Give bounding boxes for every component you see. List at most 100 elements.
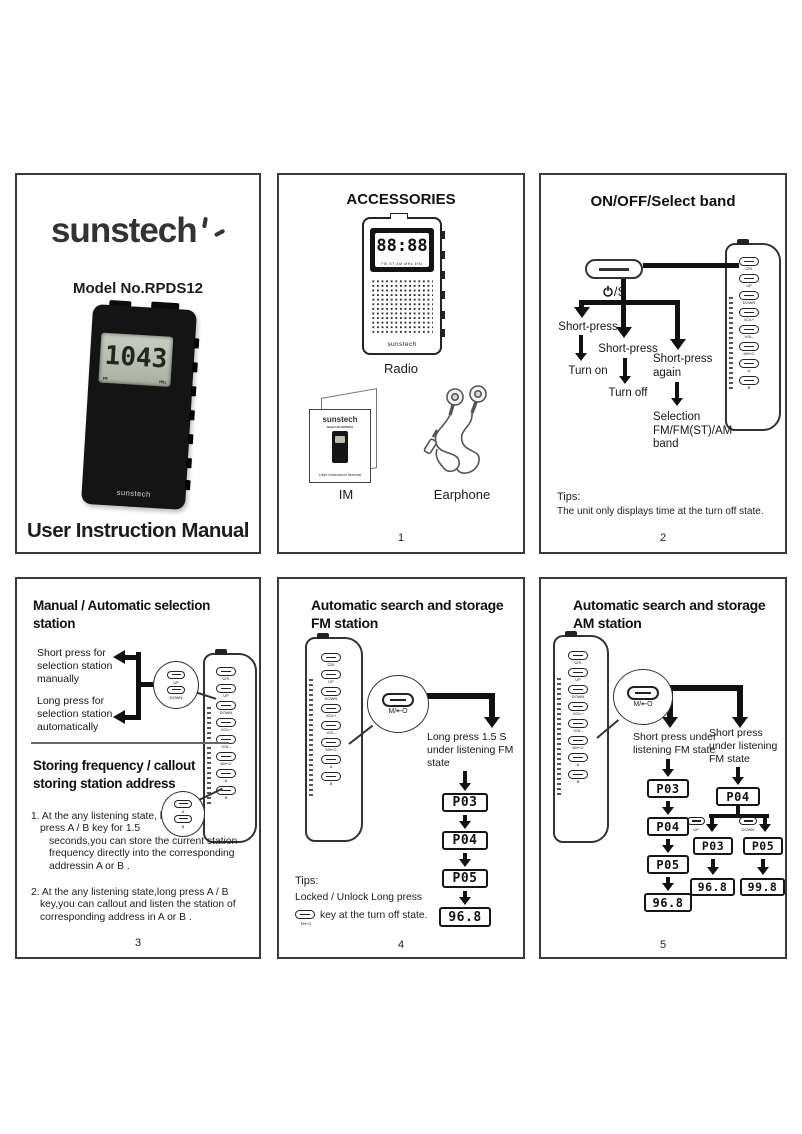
page-number: 1 (397, 532, 405, 544)
arrow-down-icon (757, 859, 769, 875)
panel-title: Automatic search and storage FM station (311, 597, 504, 631)
right-action-note: Short press under listening FM state (709, 727, 778, 765)
arrow-down-icon (669, 339, 686, 350)
lcd-band-indicator: FM (102, 375, 108, 382)
side-button: UP (216, 684, 236, 698)
side-button-pill-icon (739, 359, 759, 368)
side-button: VOL+ (321, 704, 341, 718)
arrow-down-icon (662, 759, 674, 777)
device-side-button (193, 338, 200, 349)
device-lcd: 1043 FM MHz (98, 332, 174, 387)
flow-step-result: Turn off (608, 387, 648, 399)
side-button-pill-icon (568, 736, 588, 745)
side-button-label: A (224, 778, 228, 783)
side-button-label: VOL+ (325, 713, 337, 718)
panel-title: Automatic search and storage AM station (573, 597, 766, 631)
side-button-label: B (329, 781, 333, 786)
memory-key-icon (295, 910, 315, 919)
power-button-dash (599, 268, 629, 271)
connector-line (427, 693, 495, 699)
side-button-pill-icon (568, 668, 588, 677)
tips-text: The unit only displays time at the turn … (557, 506, 764, 517)
side-button-pill-icon (568, 753, 588, 762)
arrow-down-icon (615, 327, 632, 338)
device-side-button (192, 362, 198, 373)
tips-line1: Locked / Unlock Long press (295, 892, 423, 903)
side-button-label: UP (223, 693, 229, 698)
side-button: A (321, 755, 341, 769)
radio-lcd-digits: 88:88 (376, 236, 428, 256)
im-caption: IM (338, 487, 354, 502)
instruction-item-1b: seconds,you can store the current statio… (49, 836, 238, 872)
connector-line (621, 263, 626, 327)
lcd-frequency-box: 96.8 (644, 893, 692, 912)
device-photo: 1043 FM MHz sunstech (80, 299, 200, 510)
connector-line (671, 685, 743, 691)
arrow-left-icon (113, 650, 141, 665)
panel-cover: sunstech Model No.RPDS12 1043 FM MHz sun… (15, 173, 261, 554)
ab-callout-bubble: A B (161, 791, 205, 837)
side-button: UP (321, 670, 341, 684)
lcd-preset-box: P05 (442, 869, 488, 888)
side-button-pill-icon (568, 685, 588, 694)
connector-line (736, 806, 740, 814)
power-key-label: /S (581, 284, 647, 299)
side-button: ⏻/S (739, 257, 759, 271)
lcd-preset-box: P04 (442, 831, 488, 850)
side-button: VOL+ (739, 308, 759, 322)
arrow-down-icon (459, 891, 471, 905)
arrow-down-icon (662, 717, 678, 728)
connector-line (643, 263, 739, 268)
side-button-label: M/⇤O (325, 747, 337, 752)
memory-key-dash (300, 913, 310, 916)
radio-side-button (440, 311, 445, 319)
down-button-label: DOWN (741, 827, 755, 832)
tips-line2: key at the turn off state. (320, 910, 428, 921)
radio-side-button (440, 231, 445, 239)
side-button: VOL+ (216, 718, 236, 732)
side-button-label: ⏻/S (222, 676, 230, 681)
panel-am-search: Automatic search and storage AM station … (539, 577, 787, 959)
lcd-preset-box: P03 (442, 793, 488, 812)
booklet-logo: sunstech (322, 415, 358, 424)
side-button-label: ⏻/S (745, 266, 753, 271)
arrow-down-icon (662, 801, 674, 815)
lcd-frequency-box: 96.8 (690, 878, 735, 896)
side-button: ⏻/S (216, 667, 236, 681)
device-knob (317, 633, 329, 639)
lcd-preset-box: P05 (647, 855, 689, 874)
side-button: M/⇤O (568, 736, 588, 750)
device-grip-texture (729, 296, 733, 393)
side-button: ⏻/S (321, 653, 341, 667)
page-number: 3 (134, 937, 142, 949)
page-number: 5 (659, 939, 667, 951)
booklet-device-lcd (334, 436, 345, 443)
side-button-label: DOWN (219, 710, 233, 715)
radio-side-button (440, 251, 445, 259)
instruction-item-2: 2. At the any listening state,long press… (31, 887, 236, 923)
arrow-left-icon (113, 710, 141, 725)
side-button-pill-icon (216, 684, 236, 693)
arrow-down-icon (759, 814, 771, 832)
flow-step-result: Selection FM/FM(ST)/AM band (653, 411, 733, 450)
side-button-pill-icon (321, 755, 341, 764)
radio-caption: Radio (384, 361, 418, 376)
radio-top-button (390, 213, 408, 219)
side-button-pill-icon (321, 738, 341, 747)
side-button: VOL+ (568, 702, 588, 716)
connector-line (675, 300, 680, 339)
device-side-button (185, 479, 191, 491)
up-button-label: UP (173, 679, 179, 685)
side-button: M/⇤O (216, 752, 236, 766)
side-button-label: VOL+ (743, 317, 755, 322)
panel-title: ON/OFF/Select band (590, 193, 736, 210)
b-button-label: B (181, 823, 185, 829)
device-knob (737, 239, 749, 245)
connector-line (709, 814, 769, 818)
side-button-label: ⏻/S (327, 662, 335, 667)
side-button: DOWN (216, 701, 236, 715)
